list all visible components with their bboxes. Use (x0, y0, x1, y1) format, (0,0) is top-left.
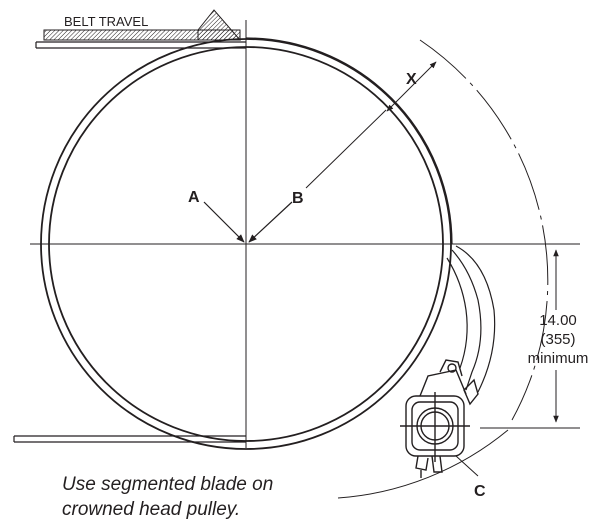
dimension-14 (452, 243, 580, 429)
label-a: A (188, 189, 200, 206)
dimension-value: 14.00 (539, 312, 577, 329)
note-line-2: crowned head pulley. (62, 499, 240, 520)
dimension-qualifier: minimum (528, 350, 589, 367)
belt-travel-arrow (43, 9, 242, 41)
upper-belt (35, 41, 246, 49)
centerlines (30, 20, 568, 448)
belt-travel-label: BELT TRAVEL (64, 14, 148, 29)
a-arrow (203, 201, 245, 243)
label-x: X (406, 71, 417, 88)
dimension-metric: (355) (540, 331, 575, 348)
x-dimension (386, 61, 437, 112)
tensioner-assembly (400, 359, 479, 478)
label-b: B (292, 190, 304, 207)
b-arrow (248, 201, 293, 243)
label-c: C (474, 483, 486, 500)
b-radius-line (305, 109, 387, 189)
note-line-1: Use segmented blade on (62, 474, 273, 495)
lower-sweep-arc (337, 429, 509, 499)
c-leader (455, 455, 479, 477)
lower-belt (13, 435, 246, 443)
cleaner-blade (446, 245, 496, 393)
